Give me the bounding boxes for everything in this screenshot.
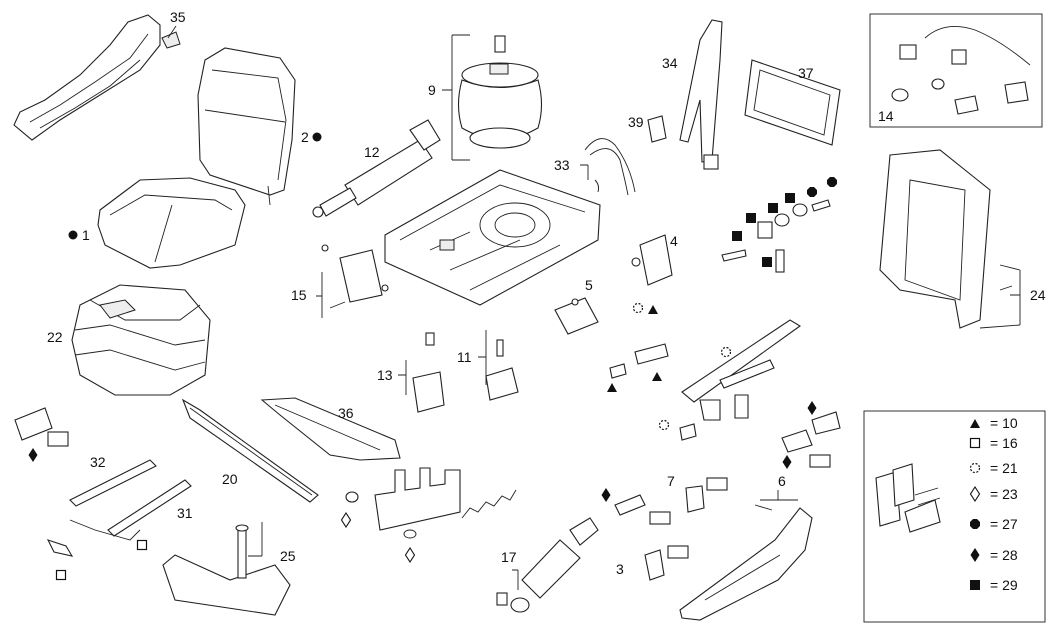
legend-item-27: = 27 [990,516,1018,532]
legend-item-23: = 23 [990,486,1018,502]
label-17: 17 [501,549,517,565]
label-34: 34 [662,55,678,71]
part-22-bellows [71,284,211,396]
label-13: 13 [377,367,393,383]
part-39-clip [647,115,667,143]
pin-part [345,491,417,539]
part-11-mount [485,339,519,401]
label-7: 7 [667,473,675,489]
cable-part [46,519,141,557]
small-blocks [609,343,697,441]
legend-item-21: = 21 [990,460,1018,476]
switch-bracket [14,407,69,447]
label-2: 2 [301,129,309,145]
part-32-rail [69,459,157,507]
part-37-panel [744,59,841,146]
part-17-shock-absorber [496,517,599,613]
label-24: 24 [1030,287,1046,303]
legend-art [875,463,941,533]
base-plate-assembly [384,169,601,306]
label-9: 9 [428,82,436,98]
part-31-rail [107,479,192,537]
legend-item-28: = 28 [990,547,1018,563]
part-3-cover [644,545,689,581]
label-35: 35 [170,9,186,25]
label-22: 22 [47,329,63,345]
legend-item-29: = 29 [990,577,1018,593]
fastener-cluster [721,199,831,273]
lever-assembly [681,319,802,421]
label-39: 39 [628,114,644,130]
label-12: 12 [364,144,380,160]
label-33: 33 [554,157,570,173]
label-32: 32 [90,454,106,470]
label-4: 4 [670,233,678,249]
part-symbols [28,132,837,581]
label-6: 6 [778,473,786,489]
part-34-strap [679,19,723,170]
legend: = 10 = 16 = 21 = 23 = 27 = 28 = 29 [969,415,1018,593]
part-9-air-spring [457,35,543,149]
part-14-fittings [891,25,1031,115]
label-3: 3 [616,561,624,577]
part-4-valve [631,234,673,286]
part-14-detail-frame [869,13,1043,128]
label-37: 37 [798,65,814,81]
part-33-hoses [584,138,636,196]
toothed-plate [374,467,461,531]
part-6-side-trim [679,411,841,621]
part-25-base-bracket [162,524,291,616]
part-7-cover [614,477,728,525]
label-5: 5 [585,277,593,293]
part-13-bracket [412,332,445,413]
legend-item-16: = 16 [990,435,1018,451]
leader-lines [167,25,1021,590]
part-35-backrest-trim [13,14,181,141]
part-1-seat-cushion [97,177,246,269]
label-11: 11 [457,349,472,365]
part-20-scissor-arm [181,398,319,503]
part-5-valve-block [554,297,599,335]
label-36: 36 [338,405,354,421]
label-31: 31 [177,505,193,521]
part-36-rail-bracket [260,397,401,461]
label-25: 25 [280,548,296,564]
part-15-valve [321,244,389,309]
tension-spring [461,489,517,519]
label-1: 1 [82,227,90,243]
part-2-backrest [197,47,296,206]
legend-item-10: = 10 [990,415,1018,431]
label-15: 15 [291,287,307,303]
part-labels: 35 2 1 12 9 33 34 39 37 14 4 5 15 24 22 … [47,9,1046,577]
part-12-cylinder [312,119,441,218]
part-24-back-frame [879,149,1013,329]
label-20: 20 [222,471,238,487]
legend-frame [863,410,1046,623]
label-14: 14 [878,108,894,124]
